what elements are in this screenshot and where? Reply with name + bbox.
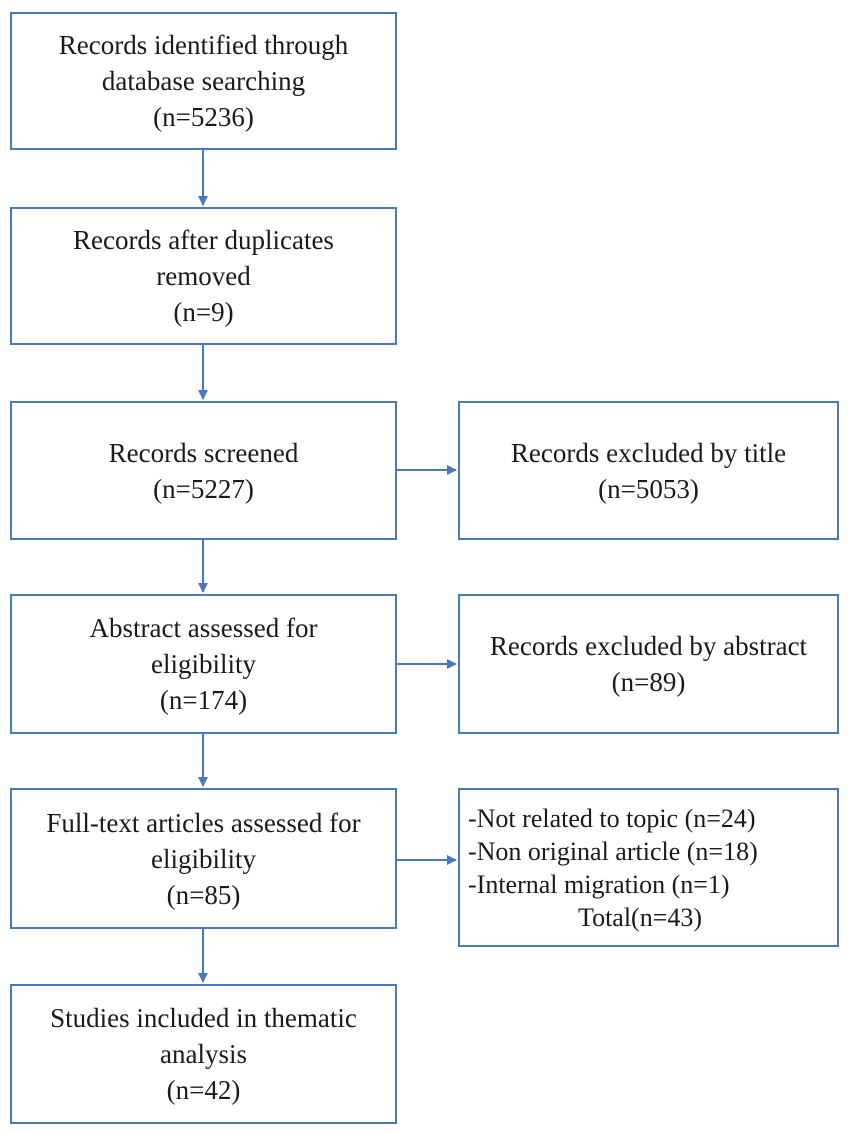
text-line: (n=9) <box>173 297 234 327</box>
text-line: (n=5227) <box>153 473 254 504</box>
text-line: Records identified through <box>58 30 349 60</box>
text-line: (n=5236) <box>153 102 254 132</box>
text-line: Full-text articles assessed for <box>46 807 361 838</box>
text-line: Records screened <box>108 437 299 468</box>
text-line: (n=174) <box>159 685 248 715</box>
exclusion-reason-item: -Not related to topic (n=24) <box>468 803 756 833</box>
text-line: eligibility <box>151 843 256 874</box>
exclusion-reason-item: -Internal migration (n=1) <box>468 869 730 899</box>
exclusion-reason-item: -Non original article (n=18) <box>468 836 758 866</box>
text-line: eligibility <box>151 649 256 679</box>
text-line: Studies included in thematic <box>50 1003 357 1033</box>
text-line: Abstract assessed for <box>89 613 318 643</box>
text-line: (n=42) <box>166 1075 241 1105</box>
exclusion-total: Total(n=43) <box>578 902 703 932</box>
box-records-screened: Records screened (n=5227) <box>10 401 397 540</box>
text-line: (n=85) <box>166 879 241 910</box>
box-fulltext-assessed: Full-text articles assessed for eligibil… <box>10 788 397 929</box>
box-fulltext-exclusion-reasons: -Not related to topic (n=24) -Non origin… <box>458 788 839 947</box>
text-line: Records after duplicates <box>73 225 334 255</box>
text-line: Records excluded by title <box>510 437 787 468</box>
box-duplicates-removed: Records after duplicates removed (n=9) <box>10 207 397 345</box>
text-line: removed <box>156 261 251 291</box>
text-line: (n=5053) <box>598 473 699 504</box>
text-line: (n=89) <box>611 667 686 697</box>
box-records-identified: Records identified through database sear… <box>10 12 397 150</box>
text-line: database searching <box>101 66 306 96</box>
box-excluded-by-title: Records excluded by title (n=5053) <box>458 401 839 540</box>
text-line: analysis <box>160 1039 247 1069</box>
text-line: Records excluded by abstract <box>489 631 808 661</box>
box-abstract-assessed: Abstract assessed for eligibility (n=174… <box>10 594 397 734</box>
box-studies-included: Studies included in thematic analysis (n… <box>10 984 397 1124</box>
box-excluded-by-abstract: Records excluded by abstract (n=89) <box>458 594 839 734</box>
